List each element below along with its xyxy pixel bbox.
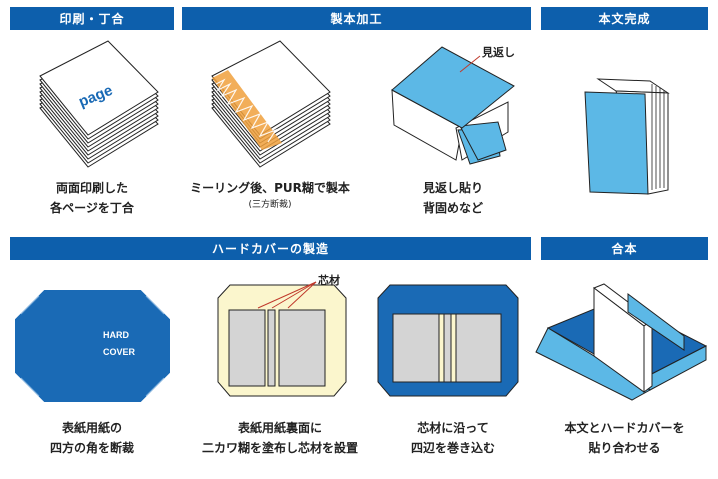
header-binding: 製本加工 bbox=[182, 7, 531, 30]
caption-step8: 本文とハードカバーを貼り合わせる bbox=[564, 421, 685, 455]
cover-sheet-illustration: HARD COVER bbox=[9, 284, 176, 408]
header-body-complete: 本文完成 bbox=[541, 7, 708, 30]
caption-step2: ミーリング後、PUR糊で製本(三方断裁) bbox=[190, 181, 350, 210]
page-stack-illustration: page bbox=[39, 40, 159, 168]
book-body-illustration bbox=[584, 78, 670, 195]
header-printing: 印刷・丁合 bbox=[10, 7, 174, 30]
assembly-illustration bbox=[535, 283, 708, 401]
callout-endpaper: 見返し bbox=[482, 46, 515, 59]
svg-text:COVER: COVER bbox=[103, 347, 136, 357]
glued-cover-illustration bbox=[217, 281, 347, 397]
caption-step3: 見返し貼り背固めなど bbox=[422, 181, 483, 215]
endpaper-illustration bbox=[391, 46, 515, 165]
caption-step7: 芯材に沿って四辺を巻き込む bbox=[410, 421, 495, 455]
caption-step6: 表紙用紙裏面に二カワ糊を塗布し芯材を設置 bbox=[201, 421, 358, 455]
wrapped-cover-illustration bbox=[377, 284, 519, 397]
header-assembly: 合本 bbox=[541, 237, 708, 260]
svg-text:HARD: HARD bbox=[103, 330, 129, 340]
milled-stack-illustration bbox=[211, 40, 331, 168]
header-hardcover: ハードカバーの製造 bbox=[10, 237, 531, 260]
caption-step5: 表紙用紙の四方の角を断裁 bbox=[49, 421, 134, 455]
callout-core-board: 芯材 bbox=[318, 274, 340, 287]
caption-step1: 両面印刷した各ページを丁合 bbox=[50, 181, 134, 215]
